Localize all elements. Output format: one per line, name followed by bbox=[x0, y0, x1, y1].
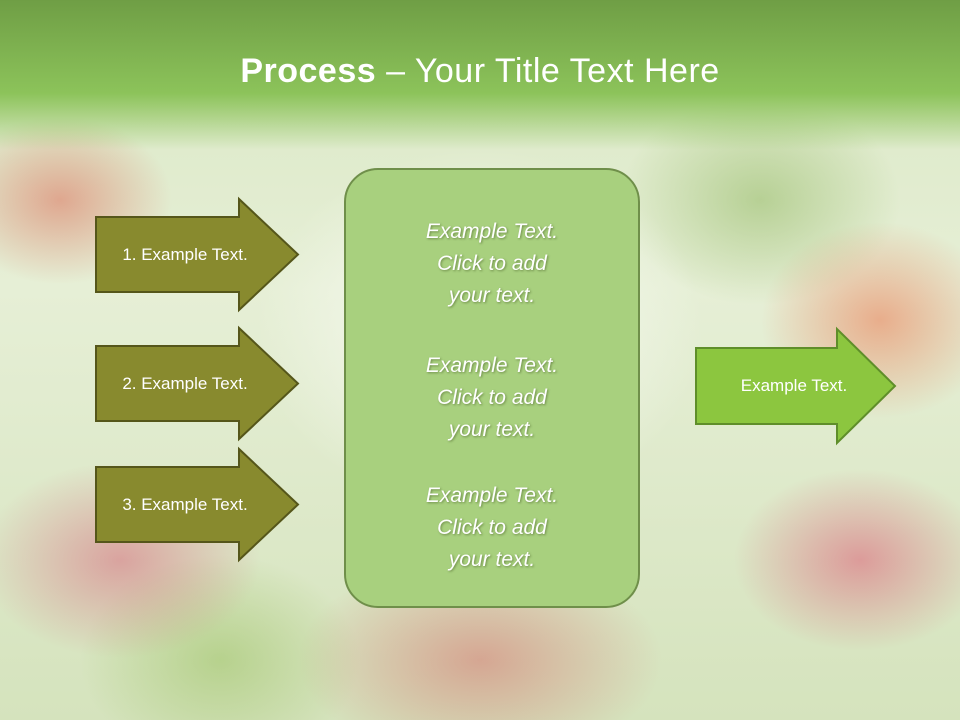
center-text-box[interactable]: Example Text. Click to add your text. Ex… bbox=[344, 168, 640, 608]
title-banner bbox=[0, 0, 960, 150]
center-text-block-1: Example Text. Click to add your text. bbox=[346, 216, 638, 312]
step-arrow-2[interactable]: 2. Example Text. bbox=[95, 325, 300, 442]
center-text-line: your text. bbox=[448, 284, 536, 307]
arrow-shape bbox=[95, 325, 300, 442]
step-arrow-label: 1. Example Text. bbox=[122, 244, 248, 264]
center-text-line: your text. bbox=[448, 548, 536, 571]
center-text-line: Example Text. bbox=[425, 220, 559, 243]
arrow-shape bbox=[95, 446, 300, 563]
title-rest-text: – Your Title Text Here bbox=[376, 52, 720, 90]
step-arrow-label: 2. Example Text. bbox=[122, 373, 248, 393]
center-text-line: Click to add bbox=[437, 252, 547, 275]
center-text-line: Click to add bbox=[437, 516, 547, 539]
title-bold-text: Process bbox=[240, 52, 377, 90]
arrow-shape bbox=[95, 196, 300, 313]
step-arrow-3[interactable]: 3. Example Text. bbox=[95, 446, 300, 563]
result-arrow[interactable]: Example Text. bbox=[695, 326, 897, 446]
center-text-block-3: Example Text. Click to add your text. bbox=[346, 480, 638, 576]
center-text-line: your text. bbox=[448, 418, 536, 441]
center-text-line: Click to add bbox=[437, 386, 547, 409]
arrow-shape bbox=[695, 326, 897, 446]
center-text-line: Example Text. bbox=[425, 484, 559, 507]
center-text-line: Example Text. bbox=[425, 354, 559, 377]
result-arrow-label: Example Text. bbox=[740, 376, 848, 395]
step-arrow-1[interactable]: 1. Example Text. bbox=[95, 196, 300, 313]
slide-title[interactable]: Process – Your Title Text Here bbox=[0, 52, 960, 91]
step-arrow-label: 3. Example Text. bbox=[122, 494, 248, 514]
center-text-block-2: Example Text. Click to add your text. bbox=[346, 350, 638, 446]
